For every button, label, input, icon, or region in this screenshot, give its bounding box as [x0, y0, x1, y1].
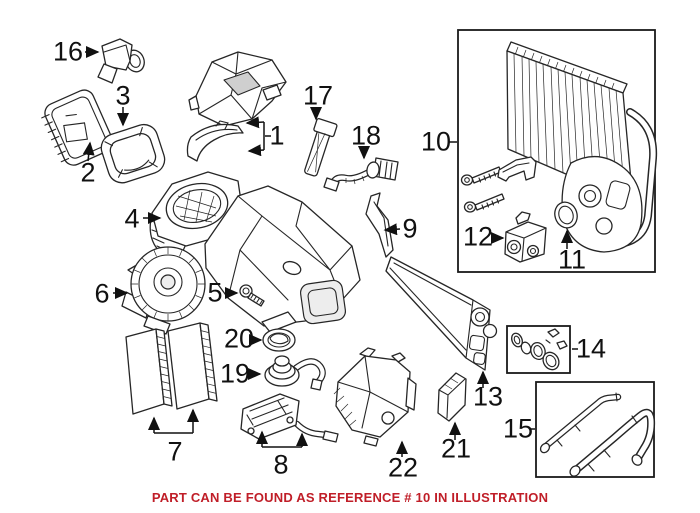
callout-label-12: 12: [462, 221, 494, 252]
callout-label-3: 3: [115, 80, 131, 111]
callout-label-15: 15: [502, 413, 534, 444]
part-6-blower-art: [121, 246, 206, 335]
callout-9-arrow: [383, 223, 401, 236]
part-11-oring-art: [554, 201, 578, 229]
callout-label-18: 18: [350, 120, 382, 151]
callout-label-20: 20: [223, 323, 255, 354]
callout-label-2: 2: [80, 157, 96, 188]
part-17-sensor-art: [304, 118, 338, 177]
callout-label-6: 6: [94, 278, 110, 309]
part-10-bolts-art: [460, 156, 537, 213]
part-8-cover-art: [240, 393, 339, 443]
part-3-gasket-art: [100, 123, 166, 184]
callout-label-19: 19: [219, 358, 251, 389]
part-19-drain-art: [264, 355, 326, 391]
part-10-evaporator-art: [506, 41, 658, 253]
callout-1-arrow-bottom: [247, 144, 265, 157]
part-12-valve-art: [504, 211, 547, 263]
part-15-hoses-art: [539, 392, 656, 477]
callout-label-8: 8: [273, 449, 289, 480]
part-16-sensor-art: [97, 38, 145, 84]
callout-label-13: 13: [472, 381, 504, 412]
part-14-seal-kit-art: [511, 328, 568, 371]
callout-label-10: 10: [420, 126, 452, 157]
caption: PART CAN BE FOUND AS REFERENCE # 10 IN I…: [151, 490, 549, 505]
callout-label-11: 11: [557, 244, 587, 275]
callout-label-17: 17: [302, 80, 334, 111]
callout-label-21: 21: [440, 433, 472, 464]
callout-label-5: 5: [207, 277, 223, 308]
part-9-bracket-art: [365, 192, 394, 258]
callout-label-7: 7: [167, 436, 183, 467]
callout-2-arrow: [82, 141, 95, 162]
callout-label-14: 14: [575, 333, 607, 364]
part-13-heater-core-art: [385, 256, 498, 371]
part-1-lower-duct-art: [186, 120, 244, 162]
callout-label-16: 16: [52, 36, 84, 67]
callout-1-bracket: [263, 122, 271, 150]
part-18-harness-art: [323, 157, 399, 192]
callout-arrows: [82, 46, 578, 457]
callout-label-4: 4: [124, 203, 140, 234]
part-5-screw-art: [239, 284, 265, 307]
part-1-cowl-art: [188, 51, 287, 127]
callout-label-9: 9: [402, 213, 418, 244]
callout-1-arrow-top: [245, 116, 265, 129]
detail-box-seal-kit: [506, 325, 571, 374]
part-21-duct-art: [437, 372, 467, 422]
part-20-cap-art: [262, 328, 296, 352]
callout-label-22: 22: [387, 452, 419, 483]
part-22-housing-art: [333, 347, 417, 447]
callout-label-1: 1: [269, 120, 285, 151]
part-7-filters-art: [125, 322, 218, 415]
